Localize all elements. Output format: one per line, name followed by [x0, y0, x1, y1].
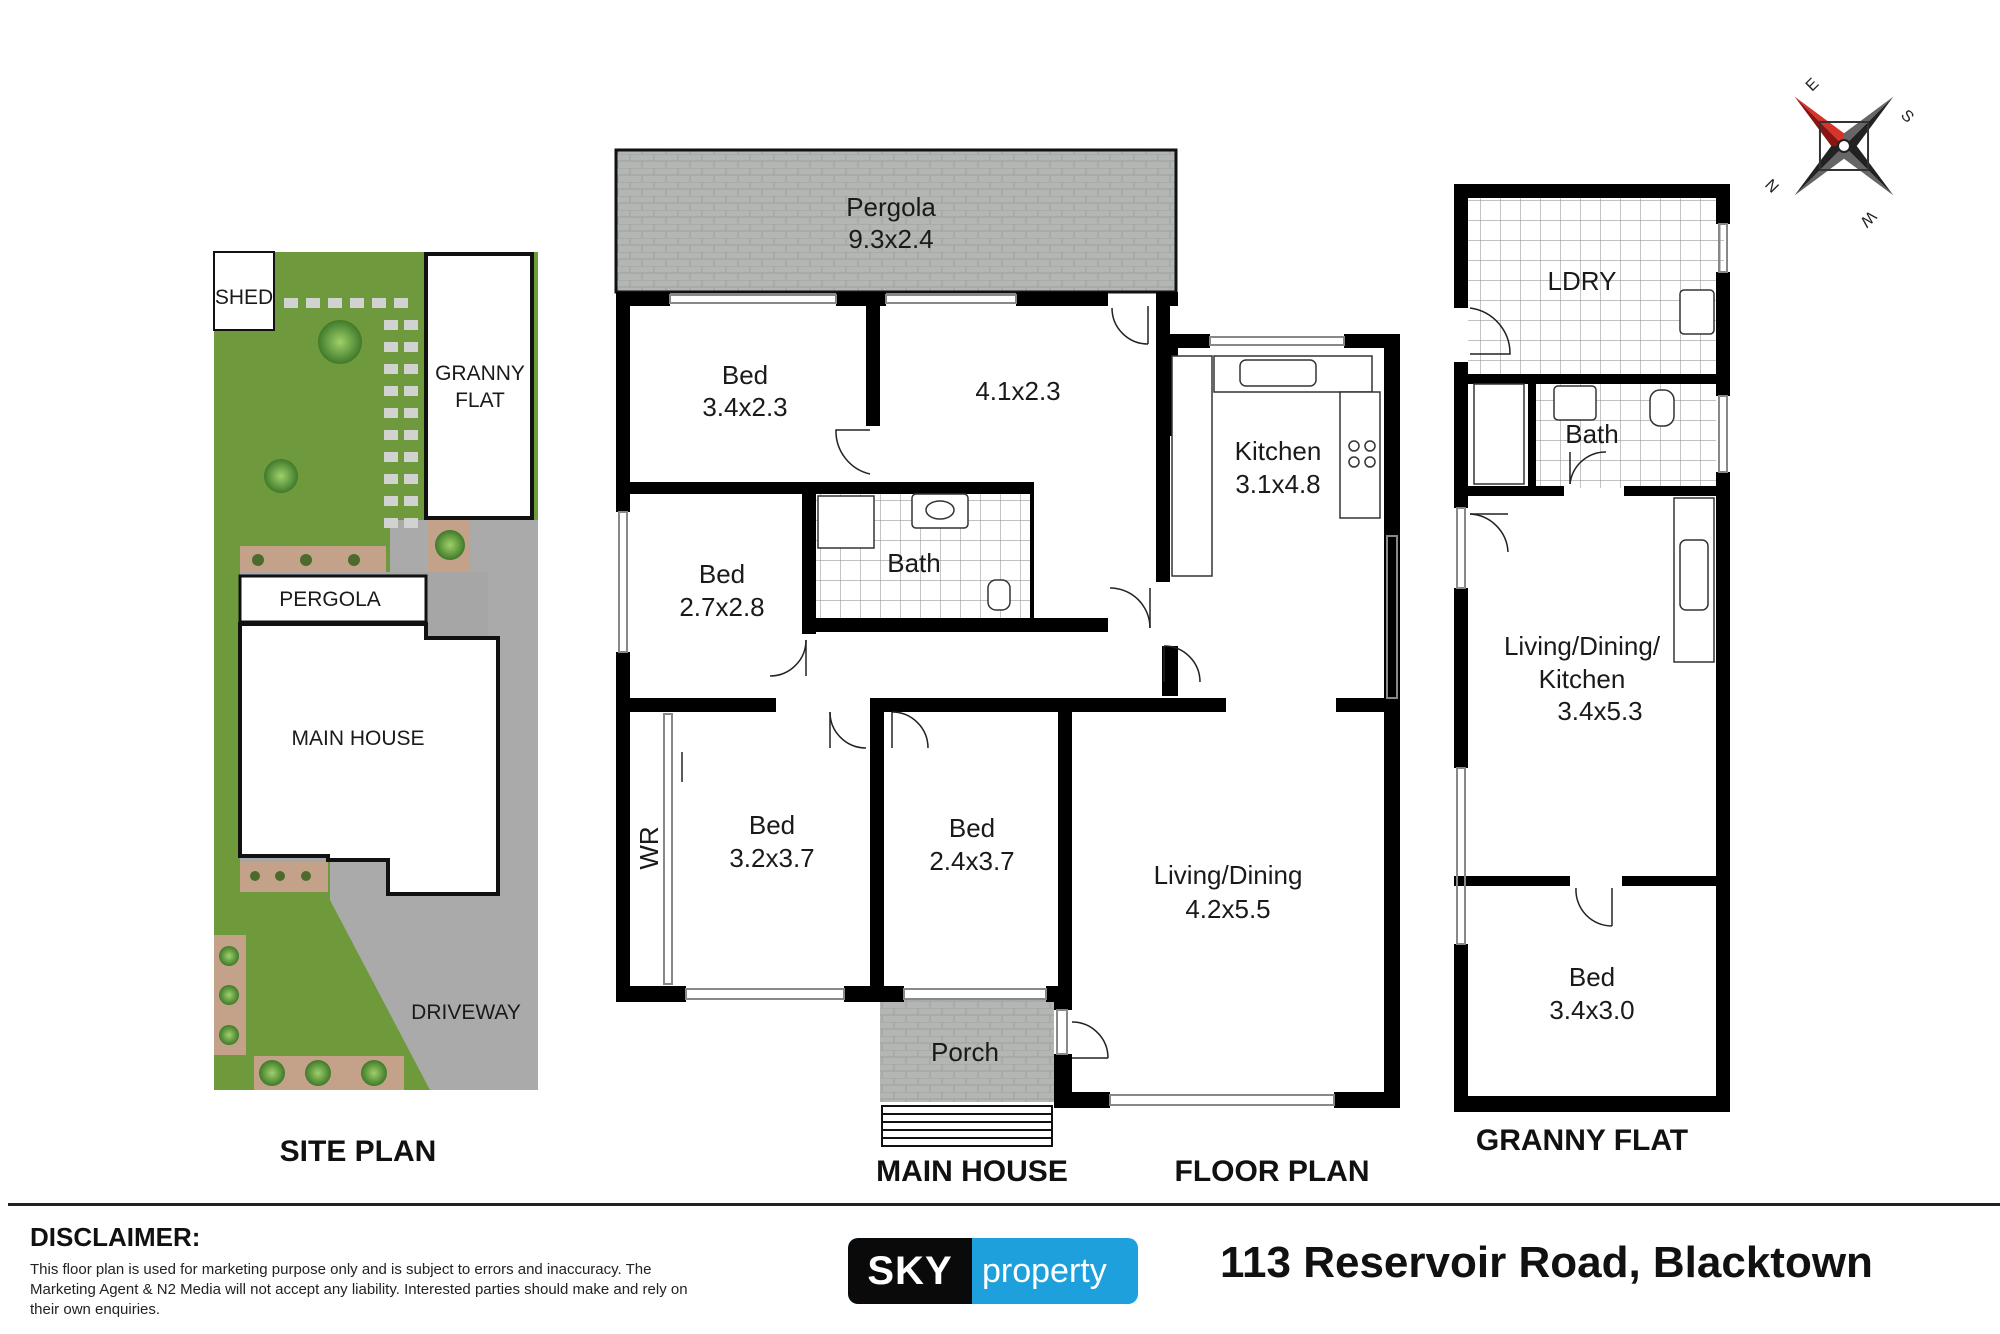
granny-flat-plan: LDRY Bath Living/Dining/ Kitchen 3.4x5.3…: [1454, 184, 1730, 1157]
laundry-tiles: [1468, 198, 1724, 374]
granny-bath-label: Bath: [1565, 419, 1619, 449]
bed-mid-left-size: 2.7x2.8: [679, 592, 764, 622]
stepping-stones: [284, 298, 418, 528]
shed-building: [213, 251, 275, 331]
granny-flat-walls: [1454, 184, 1730, 1112]
granny-living-size: 3.4x5.3: [1557, 696, 1642, 726]
compass-n: N: [1763, 175, 1783, 195]
living-dining-size: 4.2x5.5: [1185, 894, 1270, 924]
porch-area: [880, 1000, 1054, 1102]
shrub-icon: [264, 459, 298, 493]
granny-flat-windows: [1456, 223, 1728, 945]
pergola-structure: [238, 574, 428, 624]
wr-label: WR: [634, 826, 664, 869]
room-top-mid-size: 4.1x2.3: [975, 376, 1060, 406]
pergola-area: [614, 148, 1178, 294]
main-house-label: MAIN HOUSE: [291, 727, 424, 750]
granny-flat-fittings: [1473, 289, 1715, 663]
pergola-size: 9.3x2.4: [848, 224, 933, 254]
property-address: 113 Reservoir Road, Blacktown: [1220, 1238, 1873, 1287]
pergola-name: Pergola: [846, 192, 936, 222]
compass-rose-icon: [1794, 96, 1894, 196]
porch-label: Porch: [931, 1037, 999, 1067]
bed-top-left-name: Bed: [722, 360, 768, 390]
site-plan: SHED GRANNY FLAT PERGOLA MAIN HOUSE DRIV…: [213, 251, 538, 1168]
granny-flat-label-2: FLAT: [455, 389, 505, 412]
disclaimer-title: DISCLAIMER:: [30, 1222, 201, 1252]
pergola-label: PERGOLA: [279, 588, 381, 611]
granny-bed-name: Bed: [1569, 962, 1615, 992]
main-house-windows: [618, 294, 1398, 1106]
bath-name: Bath: [887, 548, 941, 578]
main-house-walls: [616, 292, 1400, 1108]
granny-living-line2: Kitchen: [1539, 664, 1626, 694]
granny-flat-heading: GRANNY FLAT: [1476, 1124, 1688, 1157]
logo-sky-text: SKY: [867, 1248, 953, 1293]
compass-e: E: [1803, 75, 1823, 95]
kitchen-size: 3.1x4.8: [1235, 469, 1320, 499]
logo-dark-block: SKY: [848, 1238, 972, 1304]
shrub-icon: [435, 530, 465, 560]
granny-living-line1: Living/Dining/: [1504, 631, 1661, 661]
bed-bottom-left-size: 3.2x3.7: [729, 843, 814, 873]
bed-bottom-mid-size: 2.4x3.7: [929, 846, 1014, 876]
shed-label: SHED: [215, 286, 273, 309]
compass-s: S: [1897, 107, 1917, 127]
main-house-building: [238, 622, 500, 896]
bed-bottom-mid-name: Bed: [949, 813, 995, 843]
compass-w: W: [1856, 207, 1879, 230]
kitchen-name: Kitchen: [1235, 436, 1322, 466]
main-house-heading: MAIN HOUSE: [876, 1155, 1068, 1188]
bed-bottom-left-name: Bed: [749, 810, 795, 840]
living-dining-name: Living/Dining: [1154, 860, 1303, 890]
tree-icon: [318, 320, 362, 364]
main-house-doors: [681, 306, 1201, 1059]
disclaimer-text: This floor plan is used for marketing pu…: [30, 1261, 688, 1318]
granny-flat-label-1: GRANNY: [435, 362, 525, 385]
granny-flat-building: [424, 252, 534, 520]
kitchen-fittings: [1171, 355, 1381, 577]
site-plan-heading: SITE PLAN: [280, 1135, 437, 1168]
laundry-label: LDRY: [1548, 266, 1617, 296]
bed-mid-left-name: Bed: [699, 559, 745, 589]
granny-flat-doors: [1469, 307, 1613, 927]
bath-fittings: [817, 493, 1011, 611]
floor-plan-heading: FLOOR PLAN: [1175, 1155, 1370, 1188]
driveway-label: DRIVEWAY: [411, 1001, 521, 1024]
main-house-plan: Pergola 9.3x2.4 Bed 3.4x2.3 4.1x2.3 Kitc…: [614, 148, 1400, 1188]
footer-divider: [8, 1203, 2000, 1206]
bed-top-left-size: 3.4x2.3: [702, 392, 787, 422]
logo-property-text: property: [982, 1251, 1107, 1290]
sky-property-logo: SKY property: [848, 1238, 1138, 1304]
granny-bed-size: 3.4x3.0: [1549, 995, 1634, 1025]
